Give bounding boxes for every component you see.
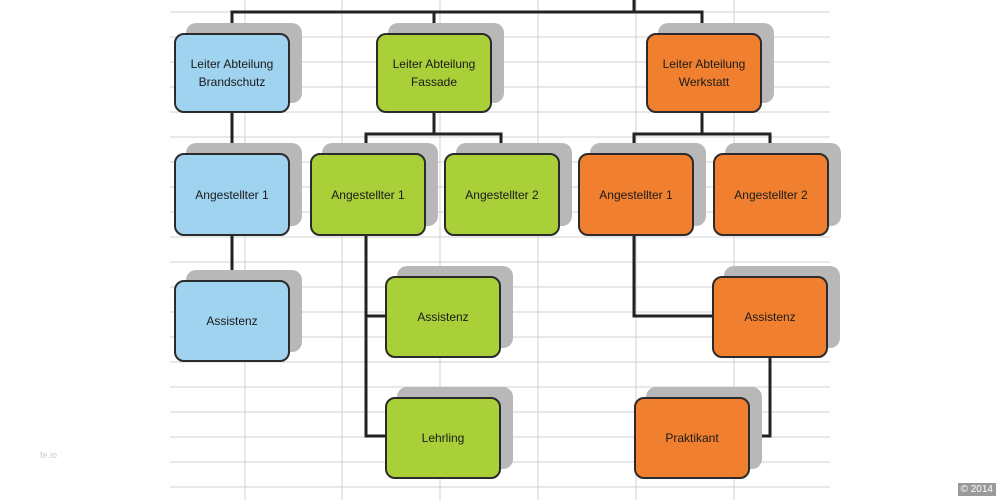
node-werkstatt-praktikant: Praktikant	[634, 397, 750, 479]
node-werkstatt-angestellter-2: Angestellter 2	[713, 153, 829, 236]
node-brandschutz-angestellter-1: Angestellter 1	[174, 153, 290, 236]
node-werkstatt-assistenz: Assistenz	[712, 276, 828, 358]
node-fassade-angestellter-1: Angestellter 1	[310, 153, 426, 236]
node-fassade-assistenz: Assistenz	[385, 276, 501, 358]
copyright-badge: © 2014	[957, 483, 996, 496]
node-leiter-werkstatt: Leiter Abteilung Werkstatt	[646, 33, 762, 113]
node-fassade-angestellter-2: Angestellter 2	[444, 153, 560, 236]
node-leiter-fassade: Leiter Abteilung Fassade	[376, 33, 492, 113]
node-werkstatt-angestellter-1: Angestellter 1	[578, 153, 694, 236]
node-leiter-brandschutz: Leiter Abteilung Brandschutz	[174, 33, 290, 113]
node-fassade-lehrling: Lehrling	[385, 397, 501, 479]
watermark-text: fe.io	[40, 450, 58, 460]
node-brandschutz-assistenz: Assistenz	[174, 280, 290, 362]
